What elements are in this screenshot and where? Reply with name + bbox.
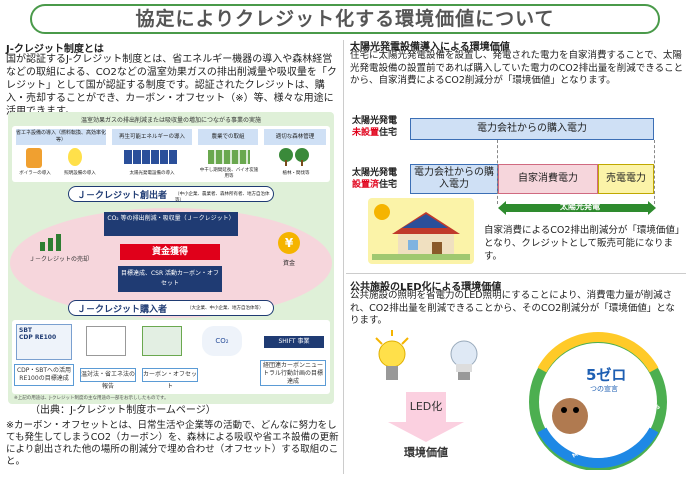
row1-purchase-bar: 電力会社からの購入電力	[410, 118, 654, 140]
yen-coin-icon: ¥	[278, 232, 300, 254]
item-lighting: 照明設備の導入	[64, 171, 96, 176]
tree-icon	[278, 148, 310, 166]
creator-sub: （中小企業、農業者、森林所有者、地方自治体等）	[175, 192, 270, 203]
solar-body: 住宅に太陽光発電設備を設置し、発電された電力を自家消費することで、太陽光発電設備…	[350, 50, 684, 86]
item-solar: 太陽光発電設備の導入	[129, 171, 175, 176]
diagram-top-caption: 温室効果ガスの排出削減または吸収量の増加につながる事業の実施	[80, 117, 261, 124]
diagram-note: ※上記の用途は、J-クレジット制度の主な用途の一部をお示ししたものです。	[14, 396, 169, 401]
usage-offset: カーボン・オフセット	[142, 368, 198, 390]
fund-acquisition-badge: 資金獲得	[120, 244, 220, 260]
solar-heading: 太陽光発電設備導入による環境価値	[350, 42, 510, 53]
offset-badge-icon	[142, 326, 182, 356]
solar-house-illustration	[368, 198, 474, 264]
category-agriculture: 農業での取組	[198, 129, 258, 145]
usage-keidanren: 経団連カーボンニュートラル行動計画の目標達成	[260, 360, 326, 386]
row1-label-a: 太陽光発電	[352, 116, 398, 126]
solar-panel-icon	[124, 150, 178, 164]
row2-label-b: 設置済	[352, 180, 380, 190]
usage-cdp: CDP・SBTへの活用RE100の目標達成	[14, 364, 74, 386]
solar-explain: 自家消費によるCO2排出削減分が「環境価値」となり、クレジットとして販売可能にな…	[484, 225, 680, 262]
row2-label-a: 太陽光発電	[352, 168, 398, 178]
credit-graph-icon	[38, 232, 68, 252]
creator-label: Ｊ－クレジット創出者	[77, 191, 168, 201]
column-divider	[343, 40, 344, 474]
shift-box: SHIFT 事業	[264, 336, 324, 348]
category-renewable: 再生可能エネルギーの導入	[112, 129, 192, 145]
buyer-label: Ｊ－クレジット購入者	[77, 305, 168, 315]
logo-main-text: 5ゼロ	[586, 366, 627, 384]
goal-box: 目標達成、CSR 活動カーボン・オフセット	[118, 266, 222, 292]
incandescent-bulb-icon	[372, 330, 412, 386]
jcredit-body: 国が認証するJ-クレジット制度とは、省エネルギー機器の導入や森林経営などの取組に…	[6, 54, 337, 117]
item-boiler: ボイラーの導入	[19, 171, 51, 176]
row2-purchase-bar: 電力会社からの購入電力	[410, 164, 498, 194]
fund-label: 資金	[282, 260, 295, 267]
co2-cloud-icon: CO₂	[202, 326, 242, 356]
boiler-icon	[26, 148, 42, 168]
item-forest: 植林・間伐等	[282, 171, 310, 176]
category-energy-saving: 省エネ設備の導入（燃料転換、高効率化等）	[16, 129, 107, 145]
midori-5zero-logo: 5ゼロ つの宣言 MIDORI 5ZERO PROCLAMATIONS	[520, 330, 676, 471]
page-title: 協定によりクレジット化する環境価値について	[30, 4, 660, 34]
led-arrow-down-icon	[388, 392, 464, 442]
led-label: LED化	[409, 400, 443, 413]
jcredit-diagram: 温室効果ガスの排出削減または吸収量の増加につながる事業の実施 省エネ設備の導入（…	[8, 112, 334, 404]
led-bulb-icon	[444, 330, 484, 386]
section-divider	[346, 273, 686, 274]
logo-sub-text: つの宣言	[590, 385, 618, 393]
led-heading: 公共施設のLED化による環境価値	[350, 282, 502, 293]
category-forest: 適切な森林管理	[264, 129, 326, 145]
source-note: （出典：J-クレジット制度ホームページ）	[30, 405, 216, 416]
guide-line	[654, 140, 655, 204]
row2-label: 太陽光発電 設置済住宅	[352, 167, 397, 191]
row2-label-c: 住宅	[379, 180, 398, 190]
buyer-sub: （大企業、中小企業、地方自治体等）	[187, 306, 264, 311]
guide-line	[497, 140, 498, 204]
solar-arrow-label: 太陽光発電	[560, 202, 600, 211]
solar-generation-arrow	[498, 200, 656, 215]
offset-note: ※カーボン・オフセットとは、日常生活や企業等の活動で、どんなに努力をしても発生し…	[6, 420, 339, 467]
creator-banner: Ｊ－クレジット創出者 （中小企業、農業者、森林所有者、地方自治体等）	[68, 186, 274, 203]
led-body: 公共施設の照明を省電力のLED照明にすることにより、消費電力量が削減され、CO2…	[350, 290, 675, 326]
item-agriculture: 中干し期間延長、バイオ炭施用等	[199, 168, 259, 179]
row2-sell-bar: 売電電力	[598, 164, 654, 194]
credit-sale-label: Ｊ－クレジットの売却	[28, 256, 89, 263]
co2-credit-box: CO₂ 等の排出削減・吸収量（Ｊ－クレジット）	[104, 212, 238, 236]
row1-label-b: 未設置	[352, 128, 380, 138]
light-bulb-icon	[68, 148, 82, 166]
usage-report: 温対法・省エネ法の報告	[80, 368, 136, 390]
document-icon	[86, 326, 126, 356]
buyer-banner: Ｊ－クレジット購入者 （大企業、中小企業、地方自治体等）	[68, 300, 274, 316]
row1-label: 太陽光発電 未設置住宅	[352, 115, 397, 139]
led-value-label: 環境価値	[404, 446, 448, 459]
category-panel: 省エネ設備の導入（燃料転換、高効率化等） 再生可能エネルギーの導入 農業での取組…	[12, 126, 330, 182]
row1-label-c: 住宅	[379, 128, 398, 138]
jcredit-heading: J-クレジット制度とは	[6, 44, 104, 55]
farm-field-icon	[208, 150, 250, 164]
row2-self-consumption-bar: 自家消費電力	[498, 164, 598, 194]
